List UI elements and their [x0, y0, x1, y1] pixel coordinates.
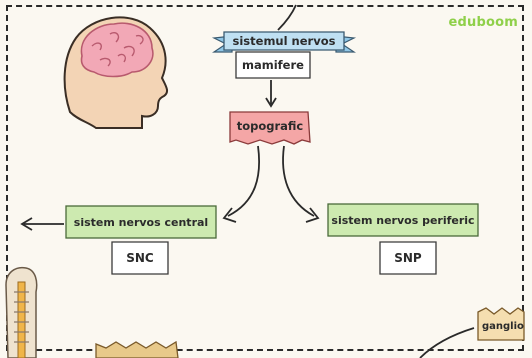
snc-abbr: SNC — [126, 251, 154, 265]
spinal-cord-icon — [5, 266, 38, 358]
dashed-frame — [6, 5, 524, 351]
root-ribbon-shape — [211, 31, 357, 79]
root-title: sistemul nervos — [232, 34, 336, 48]
ganglio-label: ganglio — [482, 320, 524, 332]
snc-label: sistem nervos central — [73, 215, 209, 229]
snp-label: sistem nervos periferic — [331, 213, 475, 227]
criterion-label: topografic — [236, 119, 304, 133]
snp-box-shape — [327, 203, 479, 237]
snc-abbr-box-shape — [111, 241, 169, 275]
criterion-box-shape — [229, 111, 311, 145]
snp-abbr: SNP — [394, 251, 422, 265]
brain-head-icon — [63, 16, 169, 129]
root-subtitle: mamifere — [242, 58, 304, 72]
brand-logo: eduboom — [448, 15, 518, 30]
snp-abbr-box-shape — [379, 241, 437, 275]
ganglio-box-shape — [477, 307, 525, 341]
bottom-partial-box-shape — [95, 340, 179, 358]
snc-box-shape — [65, 205, 217, 239]
